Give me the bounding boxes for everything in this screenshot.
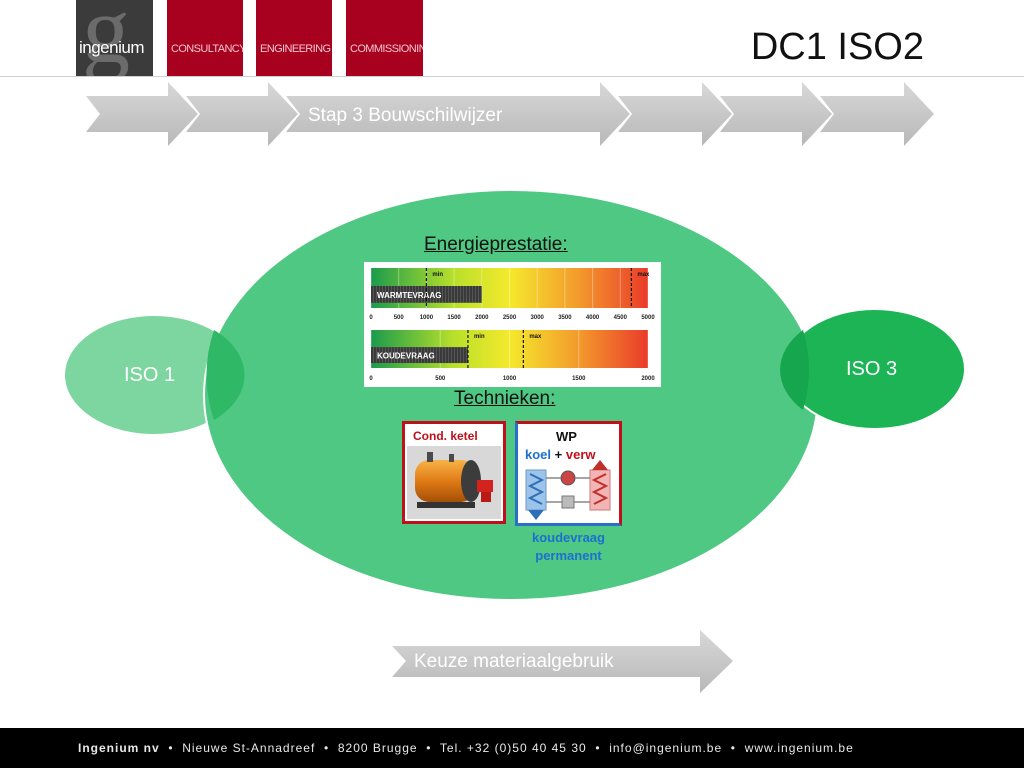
tick-label: 0 — [369, 315, 373, 321]
tick-label: 5000 — [641, 315, 655, 321]
tick-label: 500 — [394, 315, 405, 321]
iso1-label: ISO 1 — [124, 364, 176, 386]
tick-label: 2500 — [503, 315, 517, 321]
keuze-arrow — [392, 630, 733, 693]
value-bar — [371, 347, 468, 364]
tick-label: 3000 — [531, 315, 545, 321]
footer-bar: Ingenium nv • Nieuwe St-Annadreef • 8200… — [0, 728, 1024, 768]
footer-brand: Ingenium nv — [78, 741, 160, 755]
keuze-materiaal-label: Keuze materiaalgebruik — [414, 651, 614, 672]
tick-label: 1500 — [447, 315, 461, 321]
footer-address: Nieuwe St-Annadreef — [182, 741, 316, 755]
tick-label: 2000 — [475, 315, 489, 321]
koudevraag-permanent-note: koudevraag permanent — [532, 530, 605, 563]
tick-label: 2000 — [641, 376, 655, 382]
chevron-4 — [618, 82, 732, 146]
chevron-2 — [186, 82, 298, 146]
tick-label: 1500 — [572, 376, 586, 382]
cond-ketel-card[interactable]: Cond. ketel — [402, 421, 506, 524]
wp-mode-line: koel + verw — [525, 447, 596, 462]
logo-word: ingenium — [79, 38, 145, 57]
keuze-arrow-shape — [392, 630, 733, 693]
wp-verw-label: verw — [565, 447, 596, 462]
tick-label: 1000 — [503, 376, 517, 382]
wp-koel-label: koel — [525, 447, 552, 462]
value-bar-label: WARMTEVRAAG — [377, 291, 441, 300]
tick-label: 3500 — [558, 315, 572, 321]
iso1-overlap — [206, 330, 245, 420]
max-label: max — [637, 272, 650, 278]
max-label: max — [529, 334, 542, 340]
chevron-1 — [86, 82, 198, 146]
ingenium-logo[interactable]: g ingenium — [76, 0, 153, 76]
boiler-icon — [407, 446, 501, 519]
tab-commissioning[interactable]: COMMISSIONING — [346, 0, 423, 76]
warmtevraag-chart: WARMTEVRAAG min max 0 500 1000 1500 2000 2500 300… — [369, 268, 655, 321]
tab-engineering[interactable]: ENGINEERING — [256, 0, 332, 76]
energy-chart: WARMTEVRAAG min max 0 500 1000 1500 2000 2500 300… — [369, 268, 655, 382]
koudevraag-chart: KOUDEVRAAG min max 0 500 1000 1500 2000 — [369, 330, 655, 382]
step-3-label: Stap 3 Bouwschilwijzer — [308, 105, 503, 126]
technieken-heading: Technieken: — [454, 388, 556, 409]
tick-label: 500 — [435, 376, 446, 382]
tick-label: 0 — [369, 376, 373, 382]
iso3-overlap — [780, 330, 809, 410]
heat-pump-diagram-icon — [525, 460, 611, 520]
footer-email-link[interactable]: info@ingenium.be — [609, 741, 723, 755]
chevron-6 — [820, 82, 934, 146]
chevron-step-3 — [286, 82, 630, 146]
footer-city: 8200 Brugge — [337, 741, 418, 755]
min-label: min — [474, 334, 485, 340]
wp-plus-label: + — [554, 447, 563, 462]
footer-phone: Tel. +32 (0)50 40 45 30 — [439, 741, 587, 755]
energieprestatie-heading: Energieprestatie: — [424, 234, 568, 255]
iso-circles — [63, 189, 966, 601]
process-chevron-row — [86, 82, 934, 146]
logo-g-glyph: g — [82, 0, 130, 76]
chevron-5 — [720, 82, 832, 146]
tick-label: 4500 — [614, 315, 628, 321]
min-label: min — [432, 272, 443, 278]
wp-card[interactable]: WP koel + verw — [515, 421, 622, 526]
wp-label: WP — [556, 429, 577, 444]
cond-ketel-label: Cond. ketel — [413, 429, 478, 443]
energy-chart-panel: WARMTEVRAAG min max 0 500 1000 1500 2000 2500 300… — [364, 262, 661, 387]
tab-consultancy[interactable]: CONSULTANCY — [167, 0, 243, 76]
footer-website-link[interactable]: www.ingenium.be — [744, 741, 854, 755]
value-bar-label: KOUDEVRAAG — [377, 351, 435, 360]
tick-label: 1000 — [420, 315, 434, 321]
page-title: DC1 ISO2 — [750, 26, 924, 68]
tick-label: 4000 — [586, 315, 600, 321]
header-divider — [0, 76, 1024, 77]
footer-contact-line: Ingenium nv • Nieuwe St-Annadreef • 8200… — [78, 741, 854, 755]
iso3-label: ISO 3 — [846, 358, 898, 380]
